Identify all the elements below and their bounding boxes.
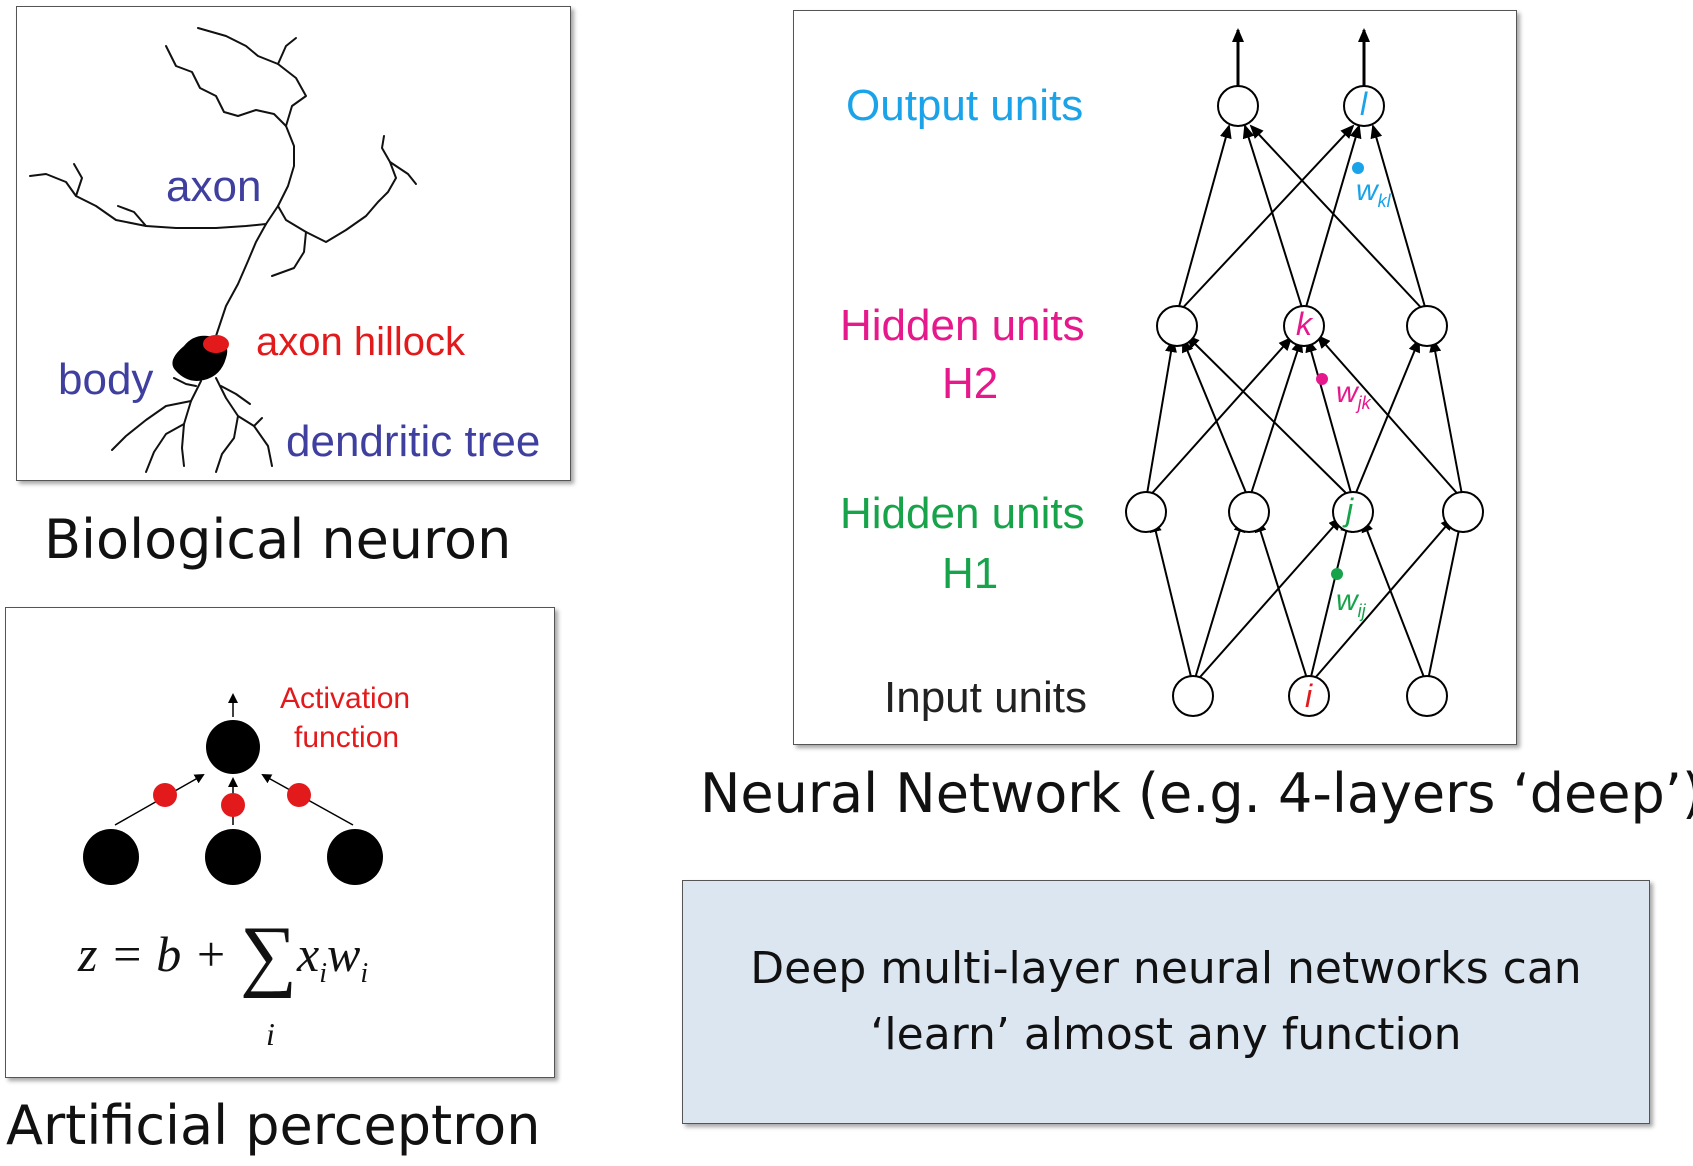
input-neuron-3 [327,829,383,885]
weight-kl-w: w [1356,174,1378,207]
node-l-label: l [1360,86,1368,122]
biological-neuron-panel [16,6,571,481]
output-neuron [206,720,260,774]
node-j-label: j [1346,492,1354,528]
weight-dot-1 [153,783,177,807]
weight-ij-subscript: ij [1357,601,1366,621]
h2-node-k [1283,305,1325,347]
h1-node-2 [1228,491,1270,533]
weight-ij-label: wij [1336,584,1366,621]
output-node-l [1343,85,1385,127]
neuron-drawing [29,27,417,473]
formula-sum-index: i [266,1016,275,1052]
weight-jk-w: w [1336,376,1358,409]
weight-ij-dot [1331,568,1343,580]
axon-hillock-label: axon hillock [256,320,466,364]
formula-w: w [326,926,361,982]
hidden-h1-label-line1: Hidden units [840,489,1085,538]
network-drawing [1125,28,1484,717]
summary-note-line2: ‘learn’ almost any function [870,1009,1462,1060]
input-neuron-2 [205,829,261,885]
hidden-h2-label-line1: Hidden units [840,301,1085,350]
weight-kl-dot [1352,162,1364,174]
hidden-h1-label-line2: H1 [942,549,999,598]
biological-neuron-caption: Biological neuron [44,508,512,571]
axon-label: axon [166,162,262,211]
h1-node-1 [1125,491,1167,533]
activation-label-line2: function [294,721,400,754]
weight-ij-w: w [1336,584,1358,617]
weight-jk-label: wjk [1336,376,1371,413]
output-node-1 [1217,85,1259,127]
h2-node-1 [1156,305,1198,347]
activation-label-line1: Activation [280,682,411,715]
input-neuron-1 [83,829,139,885]
node-k-label: k [1296,306,1312,342]
body-label: body [58,355,154,404]
input-node-i [1288,675,1330,717]
weight-dot-2 [221,793,245,817]
perceptron-formula: z = b + ∑xiwi [78,905,369,995]
h1-node-j [1332,491,1374,533]
formula-lhs: z = b + [78,926,228,982]
h2-node-3 [1406,305,1448,347]
perceptron-drawing [83,693,383,885]
formula-x: x [296,926,320,982]
output-units-label: Output units [846,81,1084,130]
summary-note-line1: Deep multi-layer neural networks can [750,943,1582,994]
weight-jk-subscript: jk [1357,393,1371,413]
hidden-h2-label-line2: H2 [942,359,999,408]
weight-dot-3 [287,783,311,807]
formula-sum-symbol: ∑ [239,911,297,999]
summary-note: Deep multi-layer neural networks can ‘le… [682,880,1650,1124]
neural-network-panel [793,10,1517,745]
node-i-label: i [1305,678,1313,714]
input-units-label: Input units [884,673,1088,722]
formula-w-subscript: i [360,958,369,989]
input-node-1 [1172,675,1214,717]
h1-node-4 [1442,491,1484,533]
neural-network-caption: Neural Network (e.g. 4-layers ‘deep’) [700,762,1693,825]
input-node-3 [1406,675,1448,717]
weight-kl-label: wkl [1356,174,1391,211]
weight-jk-dot [1316,373,1328,385]
dendritic-tree-label: dendritic tree [286,417,541,466]
weight-kl-subscript: kl [1377,191,1391,211]
formula-x-subscript: i [319,958,327,989]
artificial-perceptron-caption: Artificial perceptron [6,1094,541,1157]
summary-note-text: Deep multi-layer neural networks can ‘le… [750,936,1581,1068]
